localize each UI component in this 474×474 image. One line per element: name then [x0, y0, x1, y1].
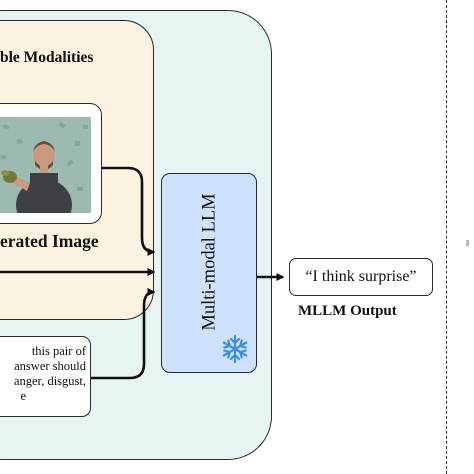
multimodal-llm-box: Multi-modal LLM — [161, 173, 257, 373]
text-prompt-line-2: answer should — [14, 359, 86, 373]
mllm-output-label: MLLM Output — [298, 303, 397, 319]
person-photo-illustration — [0, 117, 91, 213]
generated-image-photo — [0, 117, 91, 213]
modalities-title: ble Modalities — [0, 49, 94, 66]
right-edge-mark — [466, 240, 469, 246]
generated-image-title: erated Image — [0, 231, 99, 251]
snowflake-icon — [222, 334, 248, 364]
text-to-llm-arrow — [91, 288, 156, 380]
dashed-divider — [446, 0, 447, 474]
text-prompt-line-3: anger, disgust, — [13, 374, 86, 388]
text-prompt-line-1: this pair of — [31, 344, 86, 358]
text-prompt-line-4: e — [20, 389, 26, 403]
image-to-llm-arrow — [102, 166, 156, 256]
mllm-output-box: “I think surprise” — [289, 258, 433, 296]
generated-image-frame — [0, 103, 102, 224]
